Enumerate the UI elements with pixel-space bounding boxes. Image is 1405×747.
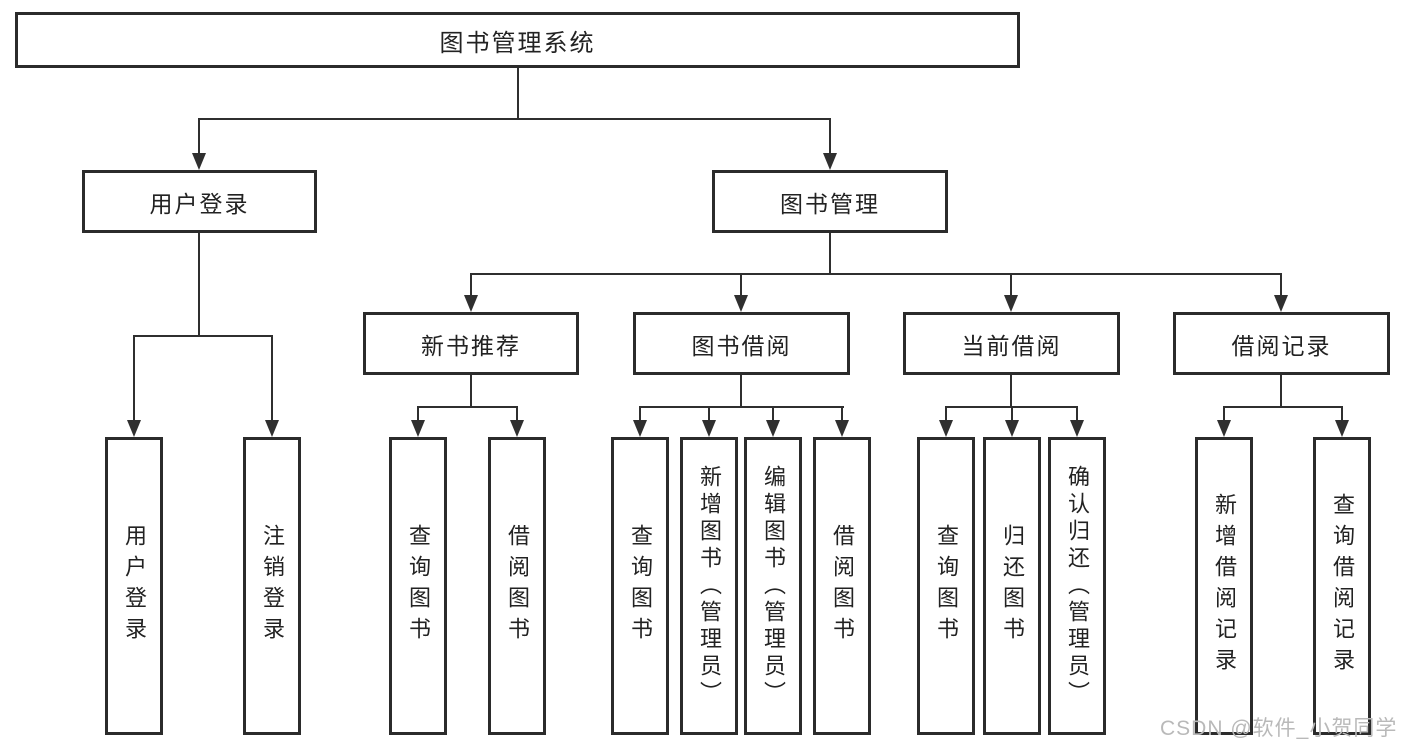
connector-leaf-drop (841, 406, 843, 420)
node-root: 图书管理系统 (15, 12, 1020, 68)
leaf-label: 查询借阅记录 (1330, 493, 1355, 679)
connector-leaf-drop (1341, 406, 1343, 420)
leaf-label: 查询图书 (934, 524, 959, 648)
node-new-books-label: 新书推荐 (421, 332, 521, 359)
connector-book-borrow-drop (740, 273, 742, 295)
leaf-node-borrow-books: 借阅图书 (813, 437, 871, 735)
node-new-books: 新书推荐 (363, 312, 579, 375)
arrow-down-icon (835, 420, 849, 437)
leaf-node-query-books-current: 查询图书 (917, 437, 975, 735)
connector-book-mgmt-drop (829, 118, 831, 153)
leaf-label: 归还图书 (1000, 524, 1025, 648)
node-user-login-label: 用户登录 (149, 190, 250, 217)
node-book-mgmt-label: 图书管理 (780, 190, 880, 217)
leaf-label: 注销登录 (260, 524, 285, 648)
leaf-label: 编辑图书（管理员） (761, 464, 786, 708)
leaf-node-logout: 注销登录 (243, 437, 301, 735)
connector-user-login-stem (198, 233, 200, 335)
connector-ul-login-drop (133, 335, 135, 420)
node-user-login: 用户登录 (82, 170, 317, 233)
connector-root-stem (517, 68, 519, 118)
arrow-down-icon (1335, 420, 1349, 437)
connector-level2-rail (198, 118, 831, 120)
arrow-down-icon (464, 295, 478, 312)
arrow-down-icon (411, 420, 425, 437)
connector-leaf-drop (1076, 406, 1078, 420)
connector-leaf-drop (772, 406, 774, 420)
arrow-down-icon (823, 153, 837, 170)
connector-user-login-rail (133, 335, 273, 337)
node-book-borrow: 图书借阅 (633, 312, 850, 375)
connector-current-borrow-drop (1010, 273, 1012, 295)
connector-leaf-drop (417, 406, 419, 420)
connector-user-login-drop (198, 118, 200, 153)
connector-leaf-drop (1223, 406, 1225, 420)
leaf-label: 查询图书 (628, 524, 653, 648)
connector-borrow-records-drop (1280, 273, 1282, 295)
connector-leaf-drop (516, 406, 518, 420)
arrow-down-icon (1004, 295, 1018, 312)
connector-leaf-drop (639, 406, 641, 420)
arrow-down-icon (939, 420, 953, 437)
connector-current-borrow-stem (1010, 375, 1012, 406)
arrow-down-icon (766, 420, 780, 437)
leaf-node-query-books-borrow: 查询图书 (611, 437, 669, 735)
arrow-down-icon (127, 420, 141, 437)
connector-leaf-drop (945, 406, 947, 420)
connector-ul-logout-drop (271, 335, 273, 420)
node-root-label: 图书管理系统 (439, 29, 596, 57)
arrow-down-icon (192, 153, 206, 170)
node-current-borrow: 当前借阅 (903, 312, 1120, 375)
leaf-label: 借阅图书 (830, 524, 855, 648)
leaf-node-add-books-admin: 新增图书（管理员） (680, 437, 738, 735)
csdn-watermark: CSDN @软件_小贺同学 (1160, 717, 1398, 740)
leaf-label: 新增借阅记录 (1212, 493, 1237, 679)
leaf-label: 查询图书 (406, 524, 431, 648)
leaf-node-user-login: 用户登录 (105, 437, 163, 735)
leaf-node-query-borrow-record: 查询借阅记录 (1313, 437, 1371, 735)
node-current-borrow-label: 当前借阅 (961, 332, 1062, 359)
arrow-down-icon (1217, 420, 1231, 437)
connector-new-books-stem (470, 375, 472, 406)
leaf-node-query-books-newbooks: 查询图书 (389, 437, 447, 735)
arrow-down-icon (265, 420, 279, 437)
connector-new-books-drop (470, 273, 472, 295)
connector-level3-rail (470, 273, 1282, 275)
arrow-down-icon (734, 295, 748, 312)
connector-new-books-rail (417, 406, 518, 408)
node-book-mgmt: 图书管理 (712, 170, 948, 233)
connector-leaf-drop (708, 406, 710, 420)
arrow-down-icon (1070, 420, 1084, 437)
arrow-down-icon (1274, 295, 1288, 312)
connector-book-borrow-rail (639, 406, 844, 408)
connector-borrow-records-rail (1223, 406, 1343, 408)
connector-leaf-drop (1011, 406, 1013, 420)
leaf-label: 确认归还（管理员） (1065, 464, 1090, 708)
node-borrow-records: 借阅记录 (1173, 312, 1390, 375)
arrow-down-icon (633, 420, 647, 437)
connector-book-borrow-stem (740, 375, 742, 406)
node-book-borrow-label: 图书借阅 (691, 332, 792, 359)
node-borrow-records-label: 借阅记录 (1231, 332, 1332, 359)
leaf-label: 借阅图书 (505, 524, 530, 648)
leaf-node-edit-books-admin: 编辑图书（管理员） (744, 437, 802, 735)
connector-book-mgmt-stem (829, 233, 831, 273)
connector-borrow-records-stem (1280, 375, 1282, 406)
arrow-down-icon (702, 420, 716, 437)
leaf-label: 新增图书（管理员） (697, 464, 722, 708)
arrow-down-icon (510, 420, 524, 437)
leaf-node-confirm-return-admin: 确认归还（管理员） (1048, 437, 1106, 735)
leaf-label: 用户登录 (122, 524, 147, 648)
leaf-node-borrow-books-newbooks: 借阅图书 (488, 437, 546, 735)
arrow-down-icon (1005, 420, 1019, 437)
leaf-node-return-books: 归还图书 (983, 437, 1041, 735)
leaf-node-add-borrow-record: 新增借阅记录 (1195, 437, 1253, 735)
